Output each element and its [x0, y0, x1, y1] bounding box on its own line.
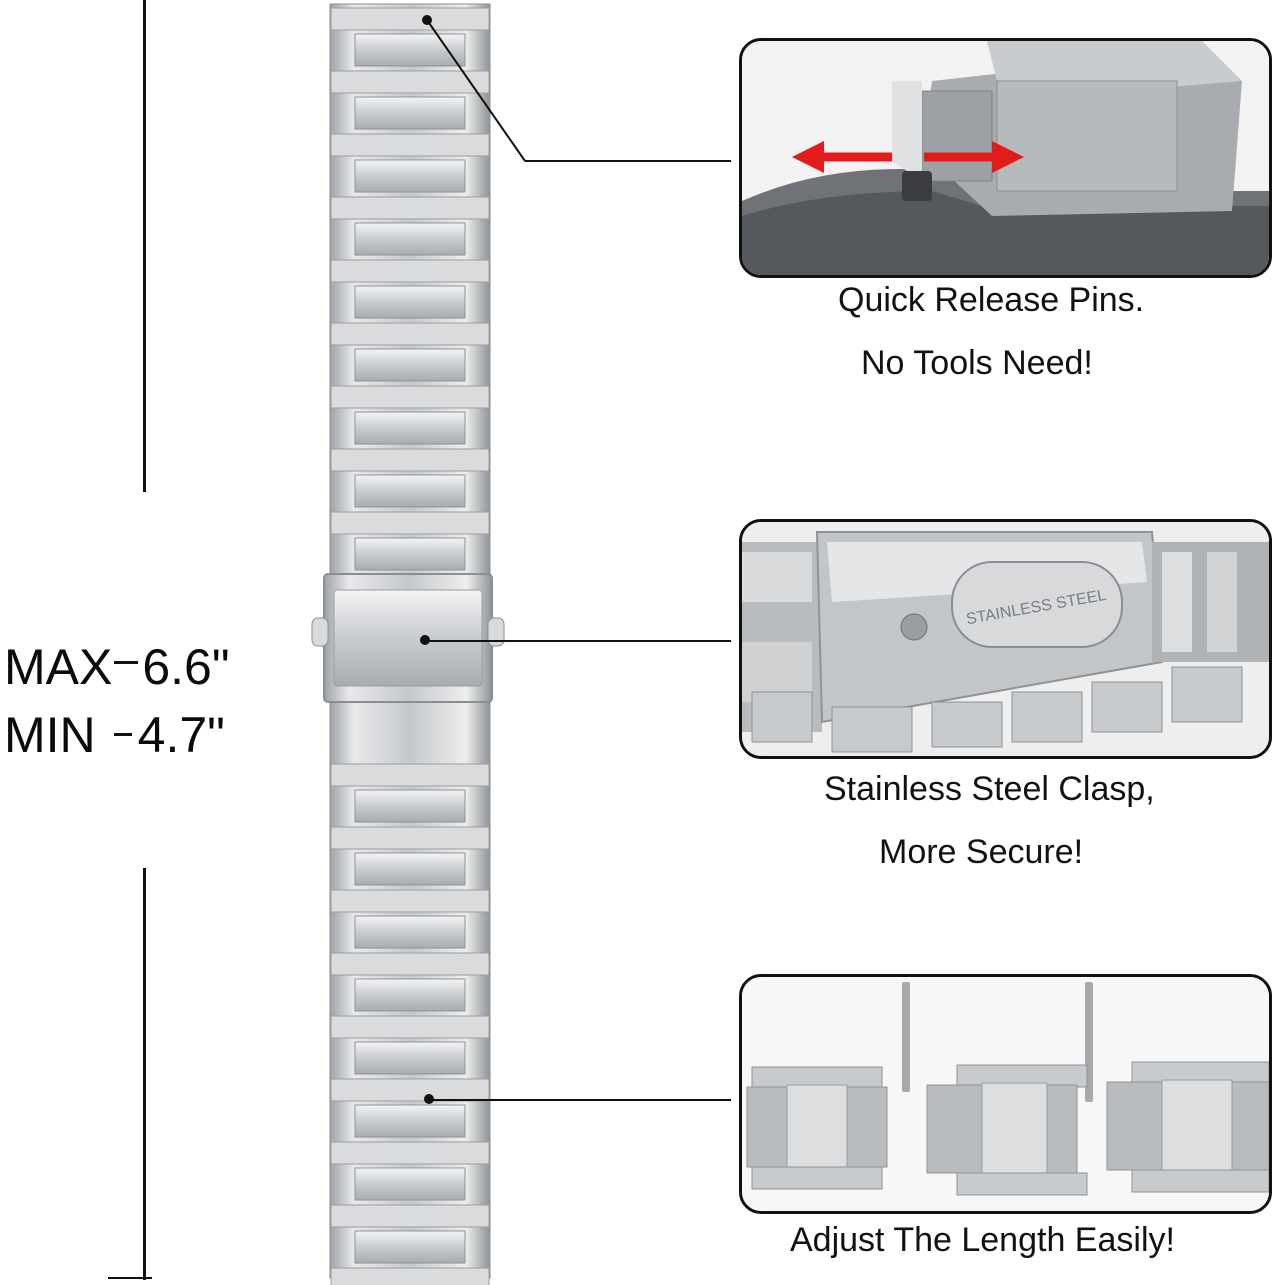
- band-outer-link: [330, 889, 490, 913]
- adjust-links-caption: Adjust The Length Easily!: [790, 1221, 1175, 1259]
- band-outer-link: [330, 322, 490, 346]
- band-outer-link: [330, 763, 490, 787]
- band-center-link: [354, 915, 466, 949]
- min-value: 4.7": [137, 707, 225, 763]
- band-center-link: [354, 1041, 466, 1075]
- band-clasp: [311, 573, 505, 703]
- clasp-callout-leader: [425, 640, 731, 642]
- band-center-link: [354, 852, 466, 886]
- band-center-link: [354, 978, 466, 1012]
- band-center-link: [354, 1230, 466, 1264]
- link-segment-middle: [926, 1064, 1088, 1196]
- band-outer-link: [330, 826, 490, 850]
- band-outer-link: [330, 511, 490, 535]
- band-outer-link: [330, 448, 490, 472]
- band-center-link: [354, 159, 466, 193]
- max-dash: [114, 661, 139, 665]
- band-center-link: [354, 789, 466, 823]
- quick-release-caption-1: Quick Release Pins.: [838, 281, 1145, 319]
- band-outer-link: [330, 196, 490, 220]
- band-outer-link: [330, 1015, 490, 1039]
- band-center-link: [354, 285, 466, 319]
- band-outer-link: [330, 259, 490, 283]
- quick-release-caption-2: No Tools Need!: [861, 344, 1093, 382]
- clasp-caption-2: More Secure!: [879, 833, 1084, 871]
- link-segment-left: [746, 1066, 888, 1190]
- link-callout-leader: [429, 1099, 731, 1101]
- band-center-link: [354, 222, 466, 256]
- band-outer-link: [330, 7, 490, 31]
- band-center-link: [354, 348, 466, 382]
- max-label: MAX: [4, 639, 113, 695]
- band-outer-link: [330, 1204, 490, 1228]
- quick-release-pin-icon: [742, 41, 1269, 275]
- band-outer-link: [330, 385, 490, 409]
- band-center-link: [354, 1167, 466, 1201]
- band-outer-link: [330, 1267, 490, 1285]
- adjust-links-panel: [739, 974, 1272, 1214]
- band-center-link: [354, 537, 466, 571]
- band-outer-link: [330, 1078, 490, 1102]
- quick-release-panel: [739, 38, 1272, 278]
- max-value: 6.6": [142, 639, 230, 695]
- band-center-link: [354, 411, 466, 445]
- length-scale-bottom-tick: [108, 1277, 152, 1279]
- butterfly-clasp-icon: STAINLESS STEEL: [742, 522, 1269, 756]
- min-dash: [113, 733, 132, 737]
- band-center-link: [354, 1104, 466, 1138]
- steel-watch-band: [311, 3, 505, 1285]
- band-outer-link: [330, 1141, 490, 1165]
- min-length-label: MIN 4.7": [4, 710, 225, 760]
- removable-links-icon: [742, 977, 1269, 1211]
- band-outer-link: [330, 133, 490, 157]
- clasp-caption-1: Stainless Steel Clasp,: [824, 770, 1155, 808]
- band-center-link: [354, 474, 466, 508]
- band-outer-link: [330, 70, 490, 94]
- min-label: MIN: [4, 707, 96, 763]
- band-center-link: [354, 96, 466, 130]
- length-scale-top-line: [143, 0, 146, 492]
- link-segment-right: [1106, 1061, 1269, 1193]
- clasp-panel: STAINLESS STEEL: [739, 519, 1272, 759]
- max-length-label: MAX 6.6": [4, 642, 230, 692]
- pin-callout-leader: [426, 19, 731, 162]
- length-scale-bottom-line: [143, 868, 146, 1280]
- band-outer-link: [330, 952, 490, 976]
